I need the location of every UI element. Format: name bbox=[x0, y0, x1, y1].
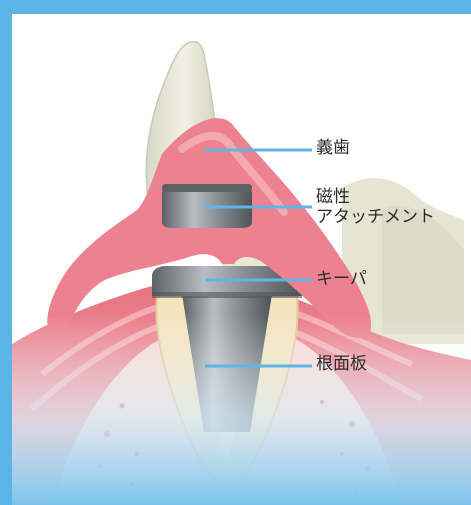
illustration-panel: 義歯 磁性 アタッチメント キーパ 根面板 bbox=[12, 14, 471, 505]
denture-attachment-illustration bbox=[12, 14, 471, 505]
label-keeper: キーパ bbox=[316, 270, 367, 289]
label-magnetic-attachment-line1: 磁性 bbox=[316, 188, 350, 207]
label-denture: 義歯 bbox=[316, 139, 350, 158]
label-root-plate: 根面板 bbox=[316, 355, 367, 374]
label-magnetic-attachment-line2: アタッチメント bbox=[316, 208, 435, 227]
